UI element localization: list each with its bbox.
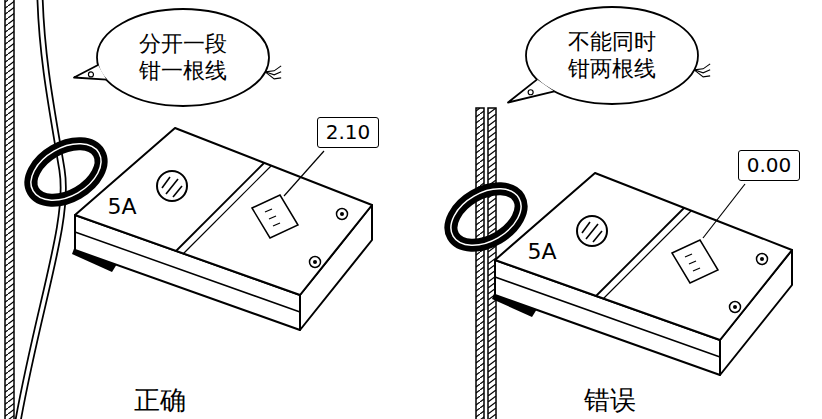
- node-text: 0.00: [747, 154, 792, 177]
- cable: [5, 0, 14, 419]
- bubble-squiggle: [694, 63, 710, 69]
- bubble-outline: [524, 5, 700, 106]
- bubble-tail: [88, 71, 93, 76]
- reading-display: 2.10: [317, 117, 380, 148]
- speech-bubble: 不能同时 钳两根线: [524, 5, 700, 106]
- bubble-outline: [97, 9, 269, 106]
- cable: [476, 108, 484, 419]
- bubble-squiggle: [265, 71, 281, 78]
- leader-line: [703, 184, 745, 238]
- reading-value: 2.10: [326, 121, 371, 144]
- leader-line: [284, 151, 324, 196]
- caption-correct: 正确: [134, 387, 186, 413]
- single-wire: [18, 0, 63, 419]
- left-wiring: [5, 0, 63, 419]
- bubble-outline: [95, 7, 271, 108]
- right-wiring: [476, 108, 496, 419]
- range-label: 5A: [527, 241, 556, 263]
- single-wire: [18, 0, 63, 419]
- bubble-squiggle: [694, 69, 710, 76]
- bubble-squiggle: [265, 65, 281, 71]
- bubble-tail: [528, 89, 533, 94]
- bubble-tail: [508, 79, 554, 102]
- clamp-meter: [441, 173, 792, 375]
- bubble-tail: [74, 64, 107, 79]
- speech-bubble: 分开一段 钳一根线: [95, 7, 271, 108]
- reading-value: 0.00: [747, 154, 792, 177]
- callout-text: 不能同时 钳两根线: [562, 28, 662, 83]
- range-label: 5A: [107, 196, 136, 218]
- node-text: 不能同时 钳两根线: [562, 28, 662, 83]
- reading-display: 0.00: [738, 150, 801, 181]
- bubble-outline: [526, 7, 698, 104]
- clamp-meter: [21, 128, 372, 330]
- node-text: 2.10: [326, 121, 371, 144]
- callout-text: 分开一段 钳一根线: [133, 30, 233, 85]
- node-text: 分开一段 钳一根线: [133, 30, 233, 85]
- caption-wrong: 错误: [584, 387, 636, 413]
